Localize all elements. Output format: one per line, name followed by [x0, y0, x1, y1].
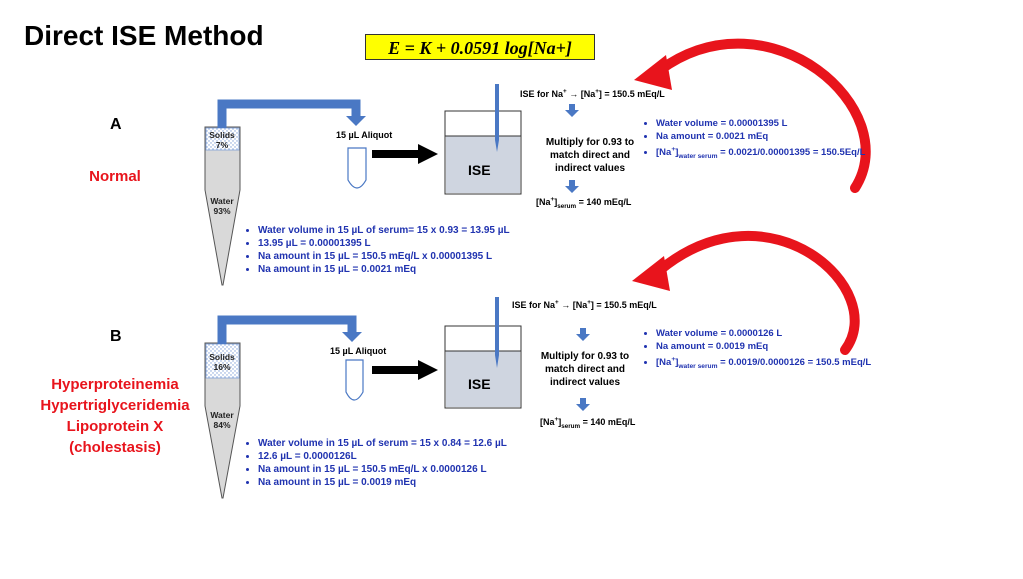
panel-a-graphics [204, 38, 871, 286]
panel-b-letter: B [110, 328, 122, 345]
list-item: Water volume in 15 µL of serum= 15 x 0.9… [258, 224, 510, 237]
ise-reading-b: ISE for Na+ → [Na+] = 150.5 mEq/L [512, 299, 657, 310]
list-item: Na amount = 0.0019 mEq [656, 340, 871, 353]
electrode-b [495, 297, 499, 368]
aliquot-tube-b [345, 359, 364, 401]
electrode-a [495, 84, 499, 152]
nernst-formula: E = K + 0.0591 log[Na+] [365, 34, 595, 60]
transfer-pipe-b [217, 315, 357, 344]
list-item: 13.95 µL = 0.00001395 L [258, 237, 510, 250]
ise-label-a: ISE [468, 162, 491, 178]
aliquot-tube-a [347, 147, 367, 189]
transfer-arrow-a [372, 144, 438, 164]
list-item: Na amount in 15 µL = 0.0019 mEq [258, 476, 507, 489]
panel-a-condition: Normal [89, 168, 141, 185]
ise-label-b: ISE [468, 376, 491, 392]
result-list-b: Water volume = 0.0000126 L Na amount = 0… [642, 327, 871, 373]
transfer-arrow-b [372, 360, 438, 380]
panel-b-condition: Hyperproteinemia Hypertriglyceridemia Li… [40, 376, 190, 456]
panel-b-graphics [204, 231, 860, 499]
result-list-a: Water volume = 0.00001395 L Na amount = … [642, 117, 865, 163]
panel-a-letter: A [110, 116, 122, 133]
list-item: 12.6 µL = 0.0000126L [258, 450, 507, 463]
calc-list-a: Water volume in 15 µL of serum= 15 x 0.9… [244, 224, 510, 276]
calc-list-b: Water volume in 15 µL of serum = 15 x 0.… [244, 437, 507, 489]
serum-na-a: [Na+]serum = 140 mEq/L [536, 196, 632, 210]
transfer-pipe-a [217, 99, 361, 128]
list-item: Na amount in 15 µL = 0.0021 mEq [258, 263, 510, 276]
list-item: [Na+]water serum = 0.0021/0.00001395 = 1… [656, 143, 865, 163]
ise-reading-a: ISE for Na+ → [Na+] = 150.5 mEq/L [520, 88, 665, 99]
list-item: Na amount in 15 µL = 150.5 mEq/L x 0.000… [258, 250, 510, 263]
page-title: Direct ISE Method [24, 20, 264, 51]
test-tube-b [204, 342, 241, 499]
red-curve-arrow-b [655, 231, 860, 355]
test-tube-a [204, 126, 241, 286]
multiply-note-b: Multiply for 0.93 to match direct and in… [540, 351, 630, 388]
list-item: Water volume in 15 µL of serum = 15 x 0.… [258, 437, 507, 450]
serum-na-b: [Na+]serum = 140 mEq/L [540, 416, 636, 430]
list-item: Water volume = 0.00001395 L [656, 117, 865, 130]
aliquot-label-b: 15 µL Aliquot [330, 346, 387, 356]
aliquot-label-a: 15 µL Aliquot [336, 130, 393, 140]
list-item: Na amount = 0.0021 mEq [656, 130, 865, 143]
list-item: Water volume = 0.0000126 L [656, 327, 871, 340]
solids-layer-b [205, 343, 240, 379]
red-curve-arrow-a [655, 38, 871, 193]
multiply-note-a: Multiply for 0.93 to match direct and in… [545, 137, 635, 174]
list-item: Na amount in 15 µL = 150.5 mEq/L x 0.000… [258, 463, 507, 476]
list-item: [Na+]water serum = 0.0019/0.0000126 = 15… [656, 353, 871, 373]
